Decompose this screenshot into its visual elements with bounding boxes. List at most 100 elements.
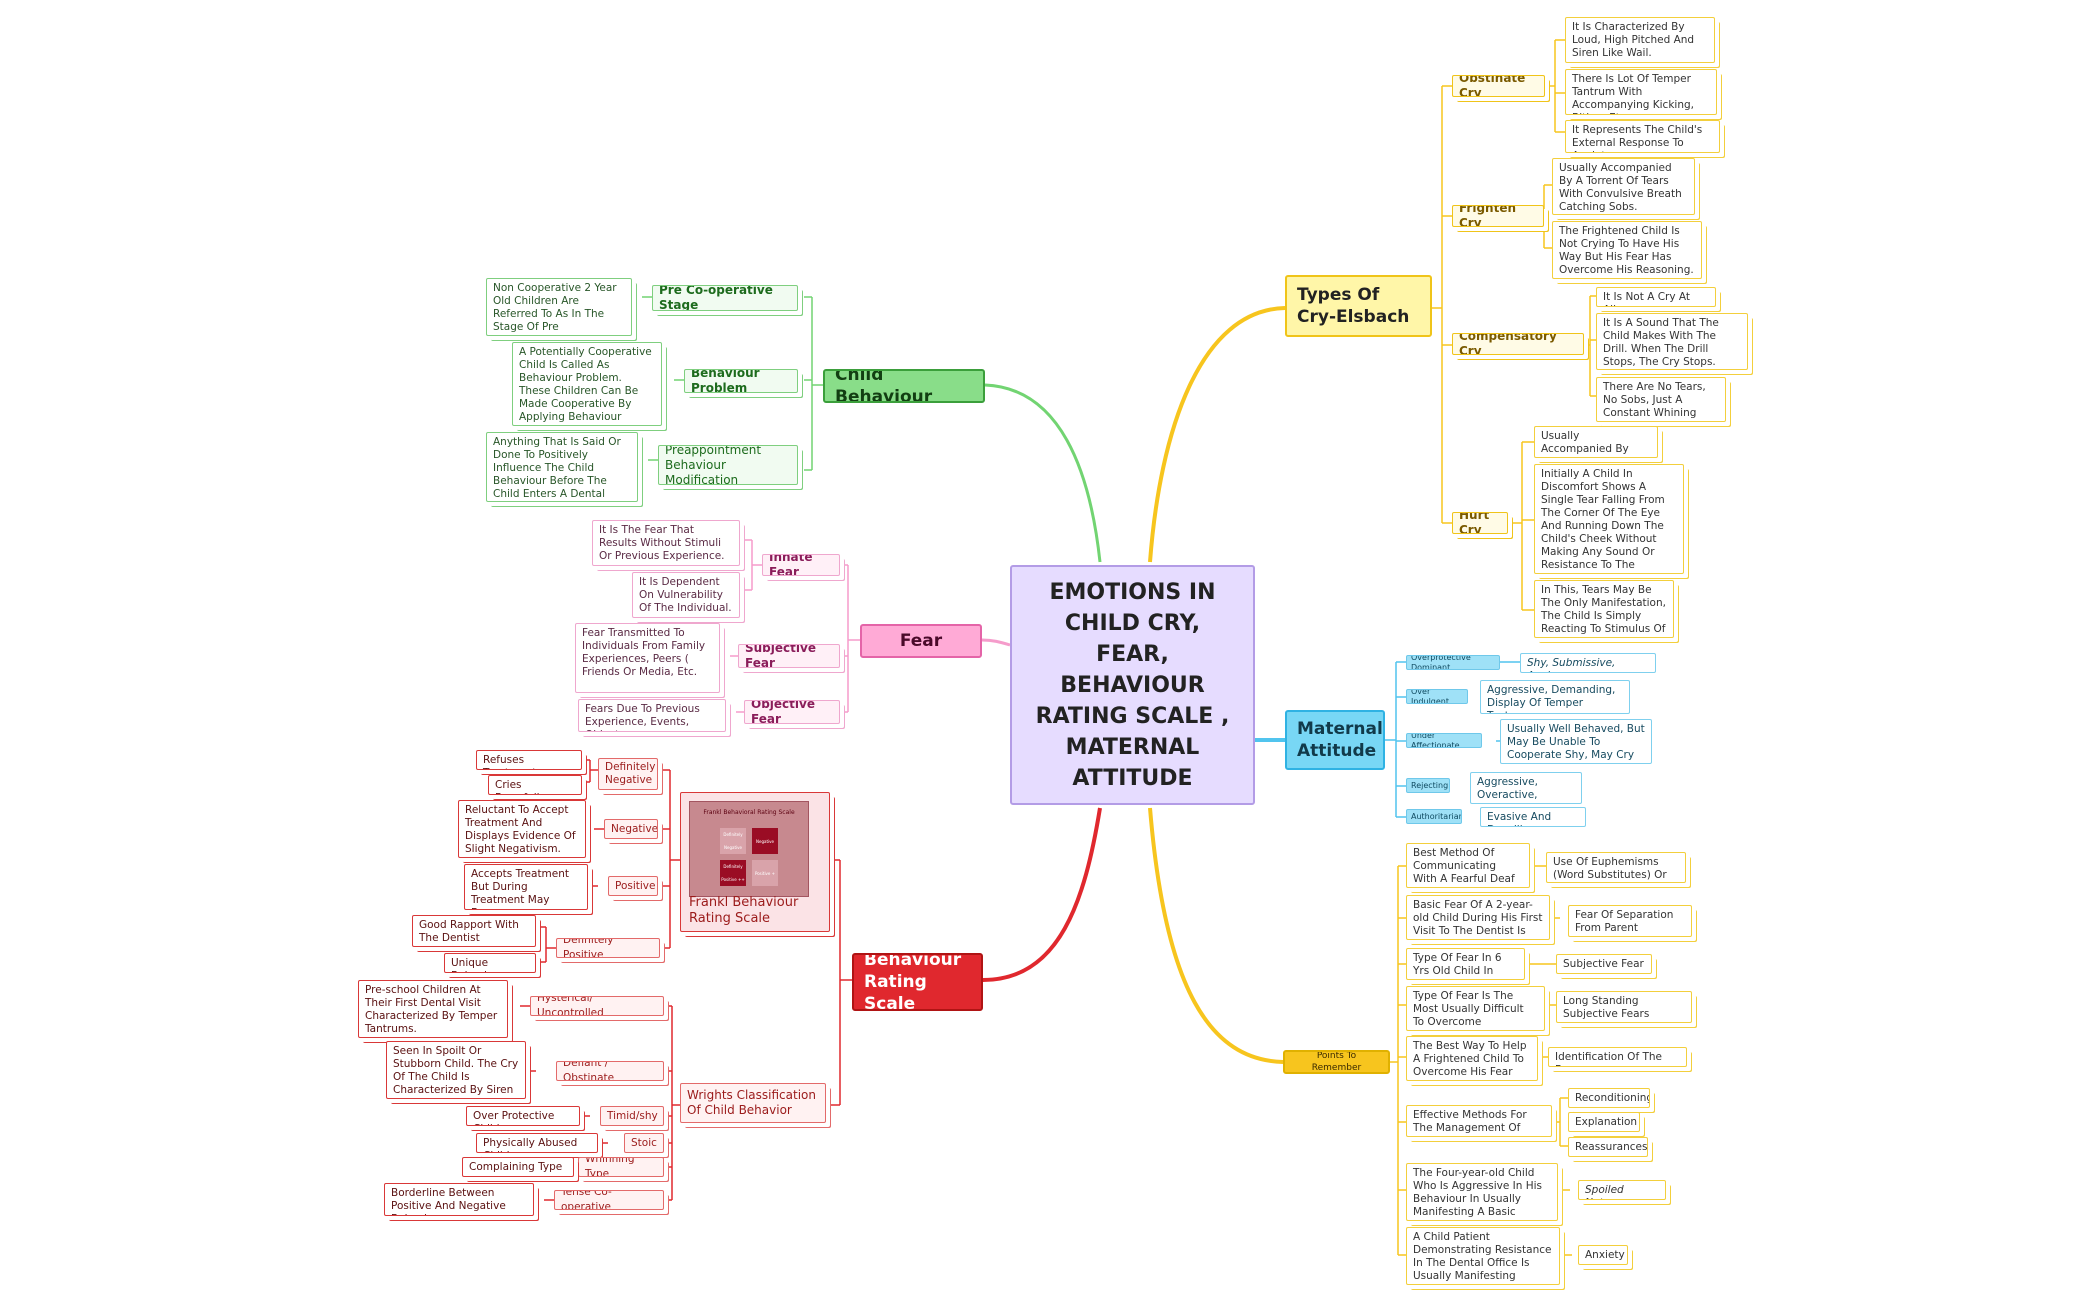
wrights-note-whinning[interactable]: Complaining Type	[462, 1157, 574, 1177]
point-question-8[interactable]: A Child Patient Demonstrating Resistance…	[1406, 1227, 1560, 1285]
wrights-note-stoic[interactable]: Physically Abused Child.	[476, 1133, 598, 1153]
note-frighten-1[interactable]: Usually Accompanied By A Torrent Of Tear…	[1552, 158, 1695, 215]
subtopic-compensatory-cry[interactable]: Compensatory Cry	[1452, 333, 1584, 355]
wrights-note-tense[interactable]: Borderline Between Positive And Negative…	[384, 1183, 534, 1216]
topic-maternal-attitude[interactable]: Maternal Attitude	[1285, 710, 1385, 770]
fear-objective[interactable]: Objective Fear	[744, 700, 840, 724]
frankl-note-rapport[interactable]: Good Rapport With The Dentist	[412, 915, 536, 947]
topic-fear[interactable]: Fear	[860, 624, 982, 658]
central-topic[interactable]: EMOTIONS IN CHILD CRY, FEAR, BEHAVIOUR R…	[1010, 565, 1255, 805]
point-question-2[interactable]: Basic Fear Of A 2-year-old Child During …	[1406, 895, 1550, 940]
note-hurt-1[interactable]: Usually Accompanied By Small Whimper	[1534, 426, 1658, 458]
fear-subjective[interactable]: Subjective Fear	[738, 644, 840, 668]
point-question-1[interactable]: Best Method Of Communicating With A Fear…	[1406, 843, 1530, 888]
subtopic-obstinate-cry[interactable]: Obstinate Cry	[1452, 75, 1545, 97]
branch-line-types-of-cry	[1148, 306, 1286, 563]
maternal-tag-authoritarian[interactable]: Authoritarian	[1406, 809, 1462, 824]
note-obstinate-2[interactable]: There Is Lot Of Temper Tantrum With Acco…	[1565, 69, 1717, 115]
maternal-tag-underaffectionate[interactable]: Under Affectionate	[1406, 733, 1482, 748]
note-obstinate-1[interactable]: It Is Characterized By Loud, High Pitche…	[1565, 17, 1715, 63]
maternal-desc-underaffectionate[interactable]: Usually Well Behaved, But May Be Unable …	[1500, 719, 1652, 764]
frankl-note-unique[interactable]: Unique Behaviour	[444, 953, 536, 973]
child-behaviour-preappointment[interactable]: Preappointment Behaviour Modification	[658, 445, 798, 485]
wrights-classification[interactable]: Wrights Classification Of Child Behavior	[680, 1083, 826, 1123]
topic-behaviour-rating-scale[interactable]: Behaviour Rating Scale	[852, 953, 983, 1011]
frankl-image-cell-4: Positive +	[752, 860, 778, 886]
point-answer-5[interactable]: Identification Of The Fear	[1548, 1047, 1687, 1067]
wrights-tense-cooperative[interactable]: Tense Co-operative	[554, 1190, 664, 1210]
maternal-desc-rejecting[interactable]: Aggressive, Overactive, Disobedient.	[1470, 772, 1582, 804]
note-compensatory-3[interactable]: There Are No Tears, No Sobs, Just A Cons…	[1596, 377, 1726, 422]
branch-line-child-behaviour	[984, 383, 1102, 563]
frankl-scale-label: Frankl Behaviour Rating Scale	[689, 895, 799, 926]
child-behaviour-problem[interactable]: Behaviour Problem	[684, 369, 798, 393]
child-behaviour-note-1[interactable]: Non Cooperative 2 Year Old Children Are …	[486, 278, 632, 336]
child-behaviour-pre-cooperative[interactable]: Pre Co-operative Stage	[652, 285, 798, 311]
frankl-scale-image: Frankl Behavioral Rating Scale Definitel…	[689, 801, 809, 897]
fear-subjective-note[interactable]: Fear Transmitted To Individuals From Fam…	[575, 623, 720, 693]
wrights-defiant[interactable]: Defiant / Obstinate	[556, 1061, 664, 1081]
note-obstinate-3[interactable]: It Represents The Child's External Respo…	[1565, 120, 1720, 153]
point-question-3[interactable]: Type Of Fear In 6 Yrs Old Child In Denti…	[1406, 948, 1525, 980]
subtopic-hurt-cry[interactable]: Hurt Cry	[1452, 512, 1508, 534]
topic-types-of-cry[interactable]: Types Of Cry-Elsbach	[1285, 275, 1432, 337]
maternal-tag-overindulgent[interactable]: Over Indulgent	[1406, 689, 1468, 704]
branch-line-points	[1148, 807, 1284, 1064]
point-answer-4[interactable]: Long Standing Subjective Fears	[1556, 991, 1692, 1023]
topic-points-to-remember[interactable]: Points To Remember	[1283, 1050, 1390, 1074]
point-answer-1[interactable]: Use Of Euphemisms (Word Substitutes) Or …	[1546, 852, 1686, 883]
branch-line-fear	[981, 638, 1011, 647]
point-answer-6a[interactable]: Reconditioning,	[1568, 1088, 1650, 1108]
wrights-note-defiant[interactable]: Seen In Spoilt Or Stubborn Child. The Cr…	[386, 1041, 526, 1099]
frankl-negative[interactable]: Negative	[604, 819, 658, 839]
frankl-image-cell-3: Definitely Positive ++	[720, 860, 746, 886]
frankl-note-positive[interactable]: Accepts Treatment But During Treatment M…	[464, 864, 588, 910]
subtopic-frighten-cry[interactable]: Frighten Cry	[1452, 205, 1544, 227]
frankl-definitely-positive[interactable]: Definitely Positive	[556, 938, 660, 958]
point-question-7[interactable]: The Four-year-old Child Who Is Aggressiv…	[1406, 1163, 1558, 1221]
maternal-desc-overprotective[interactable]: Shy, Submissive, Anxious	[1520, 653, 1656, 673]
frankl-positive[interactable]: Positive	[608, 876, 658, 896]
note-frighten-2[interactable]: The Frightened Child Is Not Crying To Ha…	[1552, 221, 1702, 279]
point-question-5[interactable]: The Best Way To Help A Frightened Child …	[1406, 1036, 1538, 1081]
note-hurt-2[interactable]: Initially A Child In Discomfort Shows A …	[1534, 464, 1684, 574]
fear-objective-note[interactable]: Fears Due To Previous Experience, Events…	[578, 699, 726, 732]
point-question-6[interactable]: Effective Methods For The Management Of …	[1406, 1105, 1552, 1137]
note-hurt-3[interactable]: In This, Tears May Be The Only Manifesta…	[1534, 580, 1674, 638]
frankl-definitely-negative[interactable]: Definitely Negative	[598, 758, 658, 790]
wrights-stoic[interactable]: Stoic	[624, 1133, 664, 1153]
frankl-image-cell-2: Negative	[752, 828, 778, 854]
fear-innate-note-1[interactable]: It Is The Fear That Results Without Stim…	[592, 520, 740, 566]
maternal-desc-authoritarian[interactable]: Evasive And Dawdling	[1480, 807, 1586, 827]
child-behaviour-note-3[interactable]: Anything That Is Said Or Done To Positiv…	[486, 432, 638, 502]
maternal-desc-overindulgent[interactable]: Aggressive, Demanding, Display Of Temper…	[1480, 680, 1630, 714]
frankl-note-negative[interactable]: Reluctant To Accept Treatment And Displa…	[458, 800, 586, 858]
note-compensatory-1[interactable]: It Is Not A Cry At All.	[1596, 287, 1716, 307]
fear-innate-note-2[interactable]: It Is Dependent On Vulnerability Of The …	[632, 572, 740, 618]
point-answer-6b[interactable]: Explanation	[1568, 1112, 1640, 1132]
wrights-note-timid[interactable]: Over Protective Child.	[466, 1106, 580, 1126]
wrights-timid[interactable]: Timid/shy	[600, 1106, 664, 1126]
point-answer-2[interactable]: Fear Of Separation From Parent	[1568, 905, 1692, 937]
point-answer-6c[interactable]: Reassurances	[1568, 1137, 1648, 1157]
frankl-note-refuses-treatment[interactable]: Refuses Treatment	[476, 750, 582, 770]
point-answer-3[interactable]: Subjective Fear	[1556, 954, 1652, 974]
child-behaviour-note-2[interactable]: A Potentially Cooperative Child Is Calle…	[512, 342, 662, 426]
point-answer-8[interactable]: Anxiety	[1578, 1245, 1628, 1265]
maternal-tag-overprotective[interactable]: Overprotective Dominant	[1406, 655, 1500, 670]
fear-innate[interactable]: Innate Fear	[762, 554, 840, 576]
frankl-note-cries-forcefully[interactable]: Cries Forcefully	[488, 775, 582, 795]
topic-child-behaviour[interactable]: Child Behaviour	[823, 369, 985, 403]
wrights-hysterical[interactable]: Hysterical/ Uncontrolled	[530, 996, 664, 1016]
wrights-whinning[interactable]: Whinning Type	[578, 1157, 664, 1177]
point-question-4[interactable]: Type Of Fear Is The Most Usually Difficu…	[1406, 986, 1545, 1031]
frankl-image-cell-1: Definitely Negative	[720, 828, 746, 854]
frankl-scale-card[interactable]: Frankl Behavioral Rating Scale Definitel…	[680, 792, 830, 932]
frankl-image-title: Frankl Behavioral Rating Scale	[703, 809, 795, 816]
wrights-note-hysterical[interactable]: Pre-school Children At Their First Denta…	[358, 980, 508, 1038]
note-compensatory-2[interactable]: It Is A Sound That The Child Makes With …	[1596, 313, 1748, 370]
point-answer-7[interactable]: Spoiled Nature	[1578, 1180, 1666, 1200]
maternal-tag-rejecting[interactable]: Rejecting	[1406, 778, 1450, 793]
